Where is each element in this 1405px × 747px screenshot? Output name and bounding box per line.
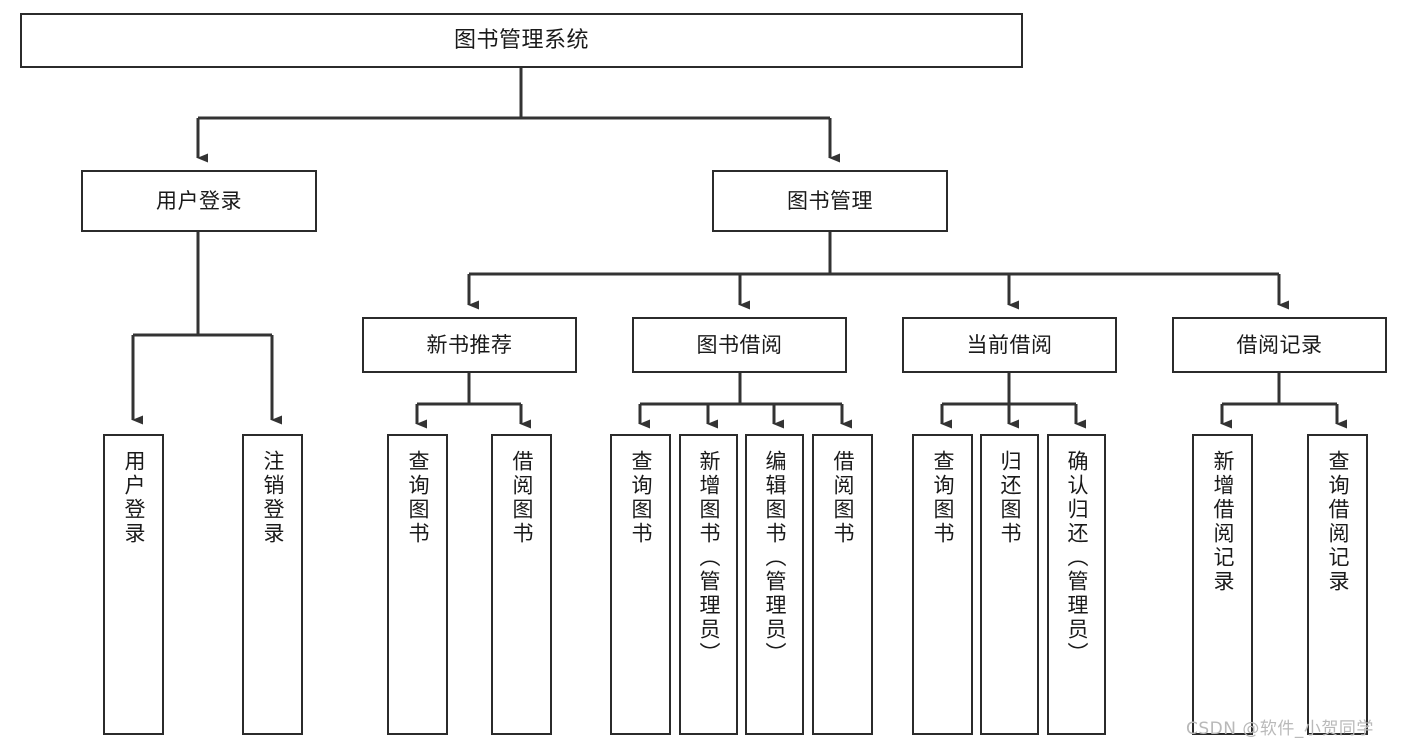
leaf-query-book-1-label: 查询图书	[406, 450, 430, 546]
csdn-watermark: CSDN @软件_小贺同学	[1186, 719, 1374, 739]
node-borrow-record[interactable]: 借阅记录	[1172, 317, 1387, 373]
leaf-edit-book-label: 编辑图书（管理员）	[763, 450, 787, 666]
node-book-borrow[interactable]: 图书借阅	[632, 317, 847, 373]
leaf-query-book-3-label: 查询图书	[931, 450, 955, 546]
leaf-add-record[interactable]: 新增借阅记录	[1192, 434, 1253, 735]
leaf-add-record-label: 新增借阅记录	[1211, 450, 1235, 594]
node-user-login-label: 用户登录	[156, 188, 242, 213]
node-book-manage-label: 图书管理	[787, 188, 873, 213]
node-new-book-rec[interactable]: 新书推荐	[362, 317, 577, 373]
leaf-edit-book[interactable]: 编辑图书（管理员）	[745, 434, 804, 735]
leaf-user-login-label: 用户登录	[122, 450, 146, 546]
node-current-borrow[interactable]: 当前借阅	[902, 317, 1117, 373]
leaf-add-book[interactable]: 新增图书（管理员）	[679, 434, 738, 735]
leaf-confirm-return-label: 确认归还（管理员）	[1065, 450, 1089, 666]
leaf-confirm-return[interactable]: 确认归还（管理员）	[1047, 434, 1106, 735]
node-book-manage[interactable]: 图书管理	[712, 170, 948, 232]
node-root[interactable]: 图书管理系统	[20, 13, 1023, 68]
leaf-add-book-label: 新增图书（管理员）	[697, 450, 721, 666]
node-user-login[interactable]: 用户登录	[81, 170, 317, 232]
node-root-label: 图书管理系统	[453, 27, 589, 53]
leaf-borrow-book-2-label: 借阅图书	[831, 450, 855, 546]
node-book-borrow-label: 图书借阅	[696, 332, 783, 357]
leaf-borrow-book-1-label: 借阅图书	[510, 450, 534, 546]
leaf-borrow-book-1[interactable]: 借阅图书	[491, 434, 552, 735]
leaf-query-book-1[interactable]: 查询图书	[387, 434, 448, 735]
leaf-borrow-book-2[interactable]: 借阅图书	[812, 434, 873, 735]
leaf-query-book-2-label: 查询图书	[629, 450, 653, 546]
leaf-user-logout-label: 注销登录	[261, 450, 285, 546]
leaf-user-login[interactable]: 用户登录	[103, 434, 164, 735]
leaf-query-record-label: 查询借阅记录	[1326, 450, 1350, 594]
leaf-query-book-3[interactable]: 查询图书	[912, 434, 973, 735]
node-borrow-record-label: 借阅记录	[1236, 332, 1323, 357]
leaf-query-record[interactable]: 查询借阅记录	[1307, 434, 1368, 735]
leaf-query-book-2[interactable]: 查询图书	[610, 434, 671, 735]
leaf-return-book[interactable]: 归还图书	[980, 434, 1039, 735]
node-current-borrow-label: 当前借阅	[966, 332, 1053, 357]
leaf-return-book-label: 归还图书	[998, 450, 1022, 546]
leaf-user-logout[interactable]: 注销登录	[242, 434, 303, 735]
node-new-book-rec-label: 新书推荐	[426, 332, 513, 357]
